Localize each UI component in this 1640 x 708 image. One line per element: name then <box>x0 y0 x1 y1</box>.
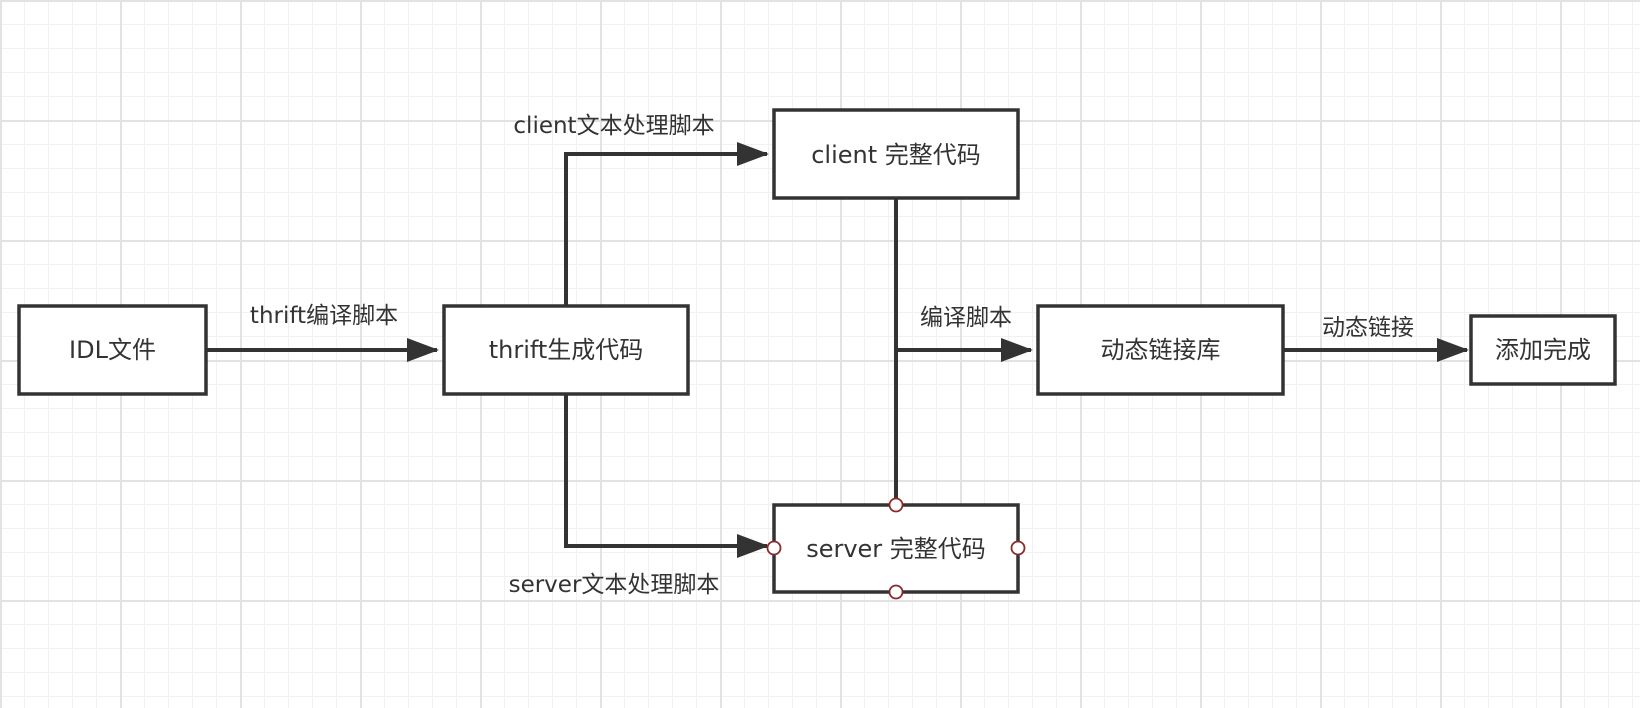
selection-handle-right[interactable] <box>1010 540 1026 556</box>
selection-handle-top[interactable] <box>888 497 904 513</box>
edge-label-compile-script: 编译脚本 <box>920 305 1012 331</box>
edge-label-server-text-script: server文本处理脚本 <box>509 572 720 598</box>
node-thrift-generated-code[interactable]: thrift生成代码 <box>442 304 690 396</box>
node-label-server-complete-code: server 完整代码 <box>806 535 986 563</box>
node-add-done[interactable]: 添加完成 <box>1469 314 1617 386</box>
node-server-complete-code[interactable]: server 完整代码 <box>766 497 1026 600</box>
node-label-dynamic-library: 动态链接库 <box>1101 336 1221 364</box>
edge-label-client-text-script: client文本处理脚本 <box>513 113 714 139</box>
node-client-complete-code[interactable]: client 完整代码 <box>772 108 1020 200</box>
node-label-add-done: 添加完成 <box>1495 336 1591 364</box>
node-idl-file[interactable]: IDL文件 <box>17 304 208 396</box>
node-label-idl-file: IDL文件 <box>69 336 156 364</box>
edge-label-dynamic-link: 动态链接 <box>1322 315 1414 341</box>
edge-label-thrift-compile-script: thrift编译脚本 <box>250 303 398 329</box>
node-label-thrift-generated-code: thrift生成代码 <box>489 336 644 364</box>
node-label-client-complete-code: client 完整代码 <box>811 141 981 169</box>
edge-thrift-to-client[interactable] <box>564 142 769 306</box>
selection-handle-left[interactable] <box>766 540 782 556</box>
node-dynamic-library[interactable]: 动态链接库 <box>1036 304 1285 396</box>
selection-handle-bottom[interactable] <box>888 584 904 600</box>
edge-thrift-to-server[interactable] <box>564 394 769 558</box>
